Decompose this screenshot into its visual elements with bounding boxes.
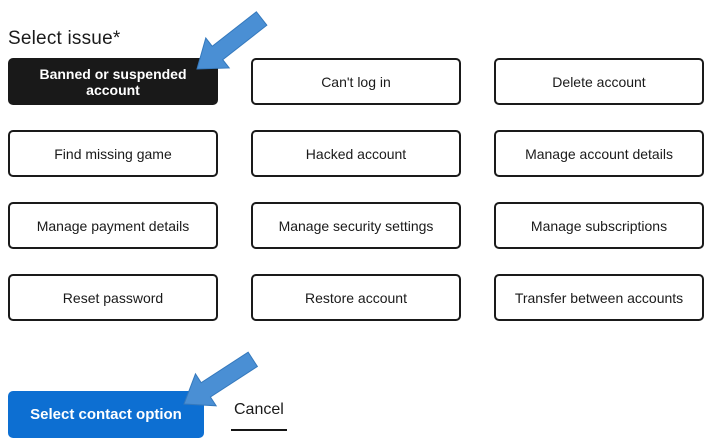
issue-button-manage-security-settings[interactable]: Manage security settings bbox=[251, 202, 461, 249]
issue-button-reset-password[interactable]: Reset password bbox=[8, 274, 218, 321]
issue-button-banned-or-suspended-account[interactable]: Banned or suspended account bbox=[8, 58, 218, 105]
issue-options-grid: Banned or suspended account Can't log in… bbox=[8, 58, 704, 321]
cancel-link[interactable]: Cancel bbox=[231, 401, 287, 431]
issue-button-manage-account-details[interactable]: Manage account details bbox=[494, 130, 704, 177]
issue-button-cant-log-in[interactable]: Can't log in bbox=[251, 58, 461, 105]
issue-button-manage-subscriptions[interactable]: Manage subscriptions bbox=[494, 202, 704, 249]
issue-button-delete-account[interactable]: Delete account bbox=[494, 58, 704, 105]
issue-button-restore-account[interactable]: Restore account bbox=[251, 274, 461, 321]
issue-button-manage-payment-details[interactable]: Manage payment details bbox=[8, 202, 218, 249]
page-title: Select issue* bbox=[8, 27, 121, 49]
select-contact-option-button[interactable]: Select contact option bbox=[8, 391, 204, 438]
issue-button-find-missing-game[interactable]: Find missing game bbox=[8, 130, 218, 177]
issue-button-hacked-account[interactable]: Hacked account bbox=[251, 130, 461, 177]
issue-button-transfer-between-accounts[interactable]: Transfer between accounts bbox=[494, 274, 704, 321]
